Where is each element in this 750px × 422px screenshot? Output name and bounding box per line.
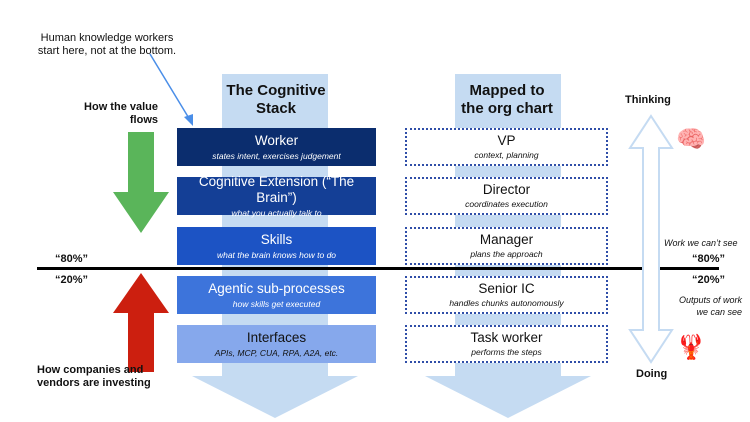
divider-line: [37, 267, 719, 270]
org-role-director: Director coordinates execution: [405, 177, 608, 215]
callout-text: Human knowledge workers start here, not …: [18, 32, 196, 58]
investment-label: How companies and vendors are investing: [37, 364, 177, 390]
divider-top-right-percent: “80%”: [692, 253, 726, 265]
stack-heading-line-2: Stack: [255, 100, 297, 117]
org-heading-line-1: Mapped to: [469, 82, 545, 99]
org-role-title: Manager: [479, 232, 534, 247]
divider-bottom-right-percent: “20%”: [692, 274, 726, 286]
value-flow-label-line-1: How the value: [84, 101, 158, 113]
value-flow-label-line-2: flows: [129, 114, 158, 126]
org-role-senior-ic: Senior IC handles chunks autonomously: [405, 276, 608, 314]
org-role-manager: Manager plans the approach: [405, 227, 608, 265]
divider-top-left-percent: “80%”: [55, 253, 89, 265]
doing-label: Doing: [636, 368, 668, 380]
org-role-subtitle: coordinates execution: [465, 199, 548, 209]
unseen-work-label: Work we can’t see: [664, 238, 738, 248]
investment-label-line-1: How companies and: [37, 364, 144, 376]
stack-layer-interfaces: Interfaces APIs, MCP, CUA, RPA, A2A, etc…: [177, 325, 376, 363]
stack-layer-subtitle: how skills get executed: [232, 298, 321, 309]
thinking-doing-double-arrow: [628, 114, 674, 364]
visible-outputs-line-2: we can see: [696, 307, 742, 317]
investment-label-line-2: vendors are investing: [37, 377, 151, 389]
callout-line-2: start here, not at the bottom.: [37, 45, 177, 57]
org-role-subtitle: context, planning: [474, 150, 539, 160]
org-role-subtitle: plans the approach: [470, 249, 543, 259]
thinking-label: Thinking: [625, 94, 671, 106]
stack-layer-title: Cognitive Extension (“The Brain”): [198, 173, 355, 205]
stack-layer-skills: Skills what the brain knows how to do: [177, 227, 376, 265]
visible-outputs-line-1: Outputs of work: [678, 295, 742, 305]
org-heading-line-2: the org chart: [461, 100, 553, 117]
callout-line-1: Human knowledge workers: [40, 32, 174, 44]
stack-heading-line-1: The Cognitive: [226, 82, 326, 99]
stack-layer-title: Skills: [260, 231, 293, 247]
divider-bottom-left-percent: “20%”: [55, 274, 89, 286]
stack-layer-agentic-sub-processes: Agentic sub-processes how skills get exe…: [177, 276, 376, 314]
org-role-title: VP: [497, 133, 516, 148]
stack-layer-title: Agentic sub-processes: [208, 280, 345, 296]
investment-arrow: [113, 273, 169, 372]
stack-layer-worker: Worker states intent, exercises judgemen…: [177, 128, 376, 166]
org-role-title: Task worker: [470, 330, 543, 345]
value-flow-arrow: [113, 132, 169, 233]
org-role-subtitle: performs the steps: [471, 347, 542, 357]
org-role-task-worker: Task worker performs the steps: [405, 325, 608, 363]
stack-layer-cognitive-extension: Cognitive Extension (“The Brain”) what y…: [177, 173, 376, 218]
org-role-vp: VP context, planning: [405, 128, 608, 166]
stack-layer-subtitle: APIs, MCP, CUA, RPA, A2A, etc.: [214, 347, 339, 358]
stack-layer-title: Worker: [254, 132, 299, 148]
org-role-title: Senior IC: [478, 281, 535, 296]
org-heading: Mapped to the org chart: [436, 82, 578, 118]
stack-layer-title: Interfaces: [246, 329, 307, 345]
stack-layer-subtitle: what the brain knows how to do: [216, 249, 337, 260]
lobster-icon: 🦞: [676, 334, 706, 361]
org-role-subtitle: handles chunks autonomously: [449, 298, 564, 308]
brain-icon: 🧠: [676, 126, 706, 153]
stack-heading: The Cognitive Stack: [205, 82, 347, 118]
org-role-title: Director: [482, 182, 531, 197]
callout-pointer-arrow: [149, 53, 193, 126]
stack-layer-subtitle: states intent, exercises judgement: [212, 150, 341, 161]
value-flow-label: How the value flows: [50, 101, 158, 127]
stack-layer-subtitle: what you actually talk to: [231, 207, 322, 218]
visible-outputs-label: Outputs of work we can see: [636, 294, 742, 318]
